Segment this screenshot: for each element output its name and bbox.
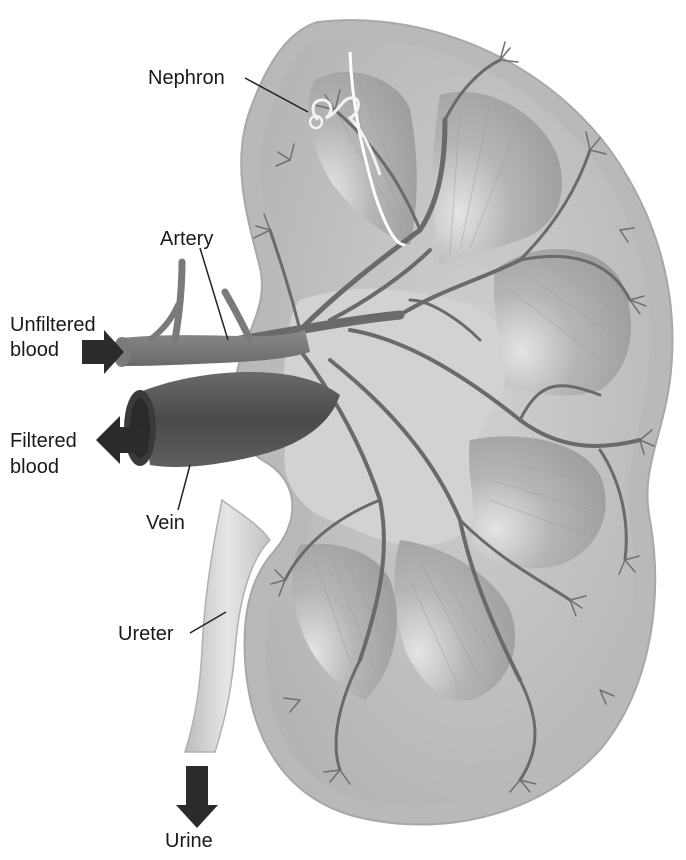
- label-unfiltered-line2: blood: [10, 338, 59, 362]
- label-vein: Vein: [146, 511, 185, 535]
- pyramid-middle-right: [494, 249, 631, 395]
- label-unfiltered-line1: Unfiltered: [10, 313, 96, 337]
- label-artery: Artery: [160, 227, 213, 251]
- label-nephron: Nephron: [148, 66, 225, 90]
- vein-leader-line: [178, 465, 190, 510]
- label-filtered-line2: blood: [10, 455, 59, 479]
- label-ureter: Ureter: [118, 622, 174, 646]
- label-urine: Urine: [165, 829, 213, 853]
- label-filtered-line1: Filtered: [10, 429, 77, 453]
- arrow-down-icon: [176, 766, 218, 828]
